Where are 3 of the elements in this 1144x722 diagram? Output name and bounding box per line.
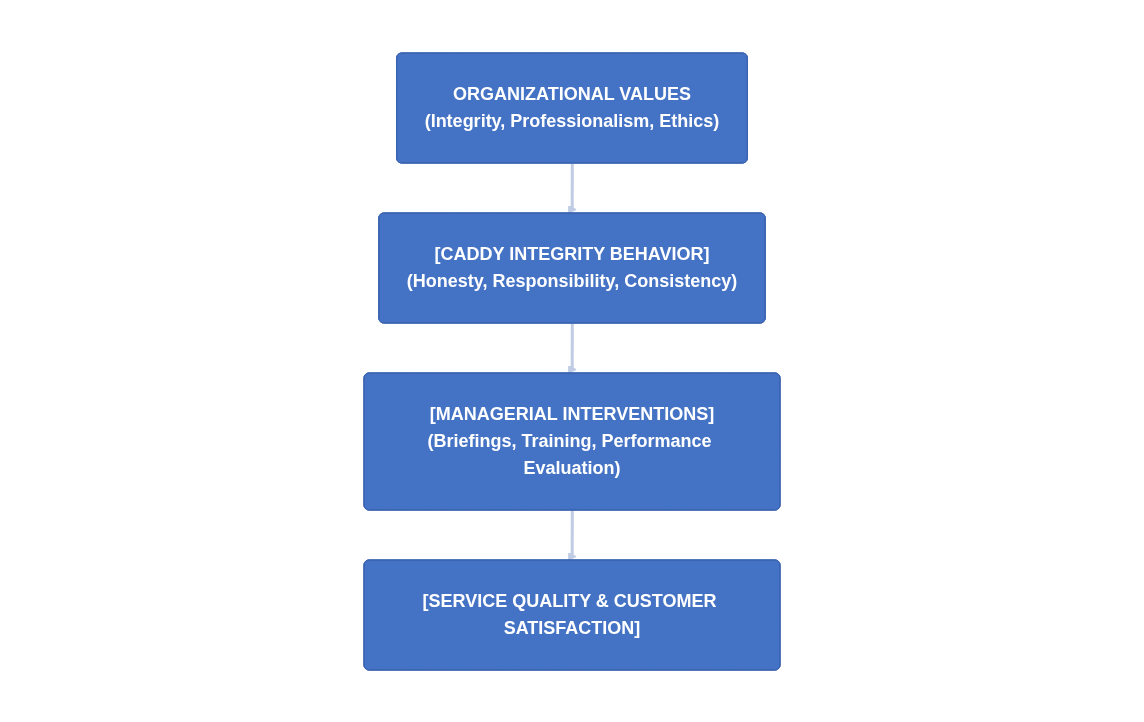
arrow <box>568 161 577 214</box>
arrow <box>568 508 577 561</box>
arrow <box>568 321 577 374</box>
